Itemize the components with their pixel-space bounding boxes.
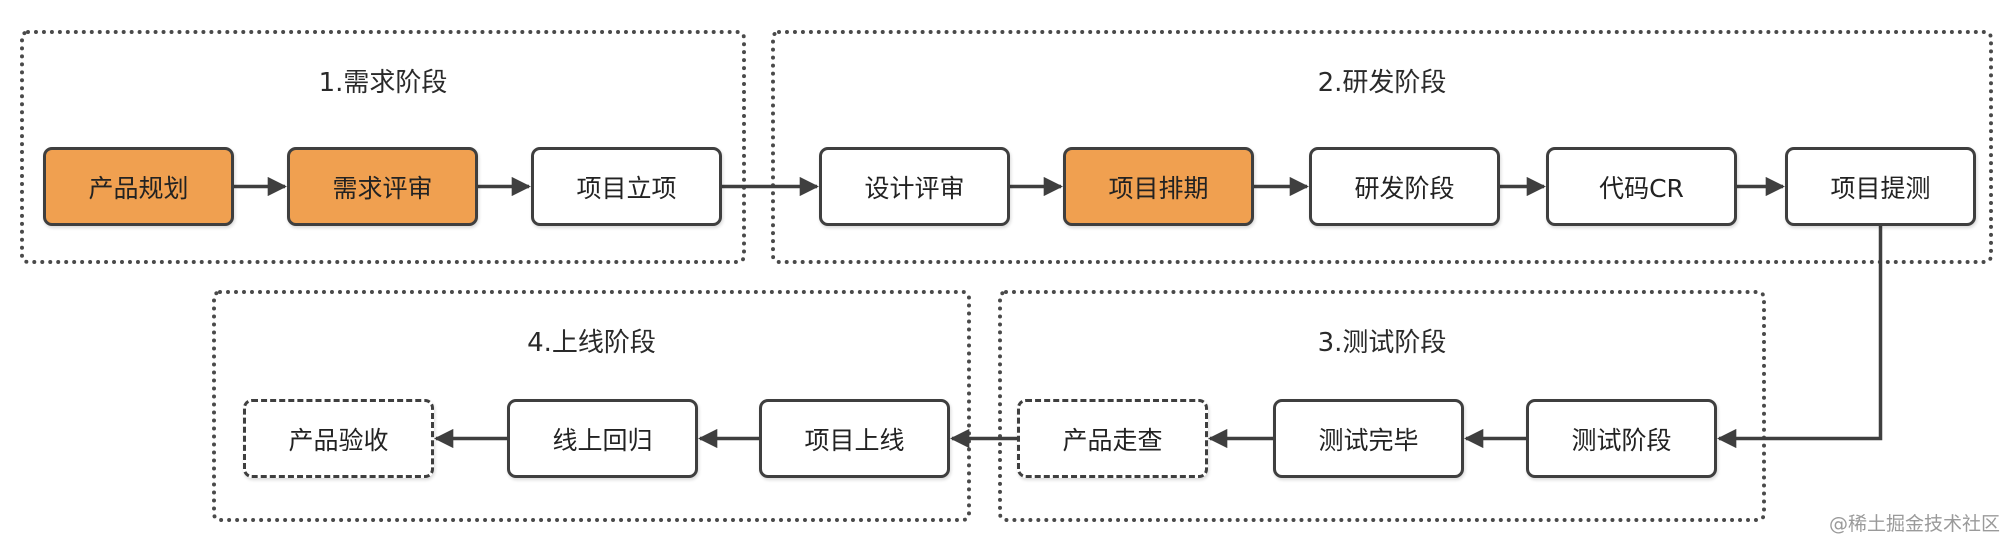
node-label: 代码CR [1599, 173, 1684, 203]
stage-title-dev: 2.研发阶段 [1317, 68, 1447, 98]
stage-group-launch: 4.上线阶段 [212, 290, 971, 522]
stage-group-demand: 1.需求阶段 [20, 30, 746, 264]
node-project-initiation: 项目立项 [531, 147, 722, 226]
node-label: 线上回归 [552, 425, 653, 455]
node-label: 研发阶段 [1354, 173, 1455, 203]
node-testing: 测试阶段 [1526, 399, 1717, 478]
node-online-regression: 线上回归 [507, 399, 698, 478]
stage-title-demand: 1.需求阶段 [318, 68, 448, 98]
node-label: 产品规划 [88, 173, 189, 203]
node-label: 需求评审 [332, 173, 433, 203]
node-project-scheduling: 项目排期 [1063, 147, 1254, 226]
stage-title-test: 3.测试阶段 [1317, 328, 1447, 358]
node-requirement-review: 需求评审 [287, 147, 478, 226]
node-submit-for-testing: 项目提测 [1785, 147, 1976, 226]
node-project-launch: 项目上线 [759, 399, 950, 478]
node-product-planning: 产品规划 [43, 147, 234, 226]
stage-title-launch: 4.上线阶段 [527, 328, 656, 358]
watermark: @稀土掘金技术社区 [1828, 513, 2000, 535]
node-product-acceptance: 产品验收 [243, 399, 434, 478]
node-development: 研发阶段 [1309, 147, 1500, 226]
node-label: 测试阶段 [1571, 425, 1672, 455]
node-testing-complete: 测试完毕 [1273, 399, 1464, 478]
node-label: 项目提测 [1830, 173, 1931, 203]
node-label: 设计评审 [864, 173, 965, 203]
node-design-review: 设计评审 [819, 147, 1010, 226]
stage-group-dev: 2.研发阶段 [771, 30, 1993, 264]
node-product-walkthrough: 产品走查 [1017, 399, 1208, 478]
node-label: 测试完毕 [1318, 425, 1419, 455]
node-code-review: 代码CR [1546, 147, 1737, 226]
node-label: 项目立项 [576, 173, 677, 203]
node-label: 项目排期 [1108, 173, 1209, 203]
node-label: 产品验收 [288, 425, 389, 455]
node-label: 产品走查 [1062, 425, 1163, 455]
node-label: 项目上线 [804, 425, 905, 455]
